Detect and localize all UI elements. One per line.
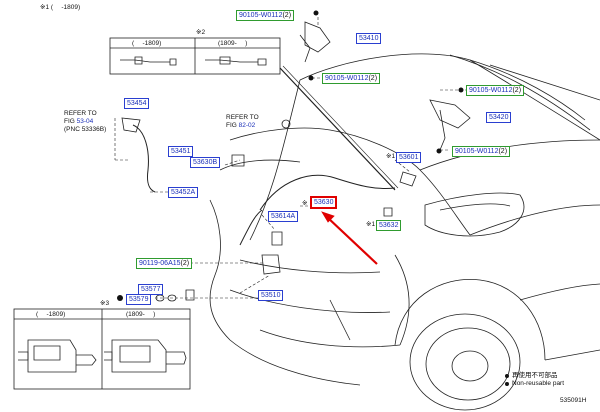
part-label-53614a[interactable]: 53614A (268, 211, 299, 222)
part-label-53632[interactable]: 53632 (376, 220, 402, 231)
inset3-marker: ※3 (100, 300, 110, 307)
part-53630-marker: ※ (302, 200, 308, 207)
part-label-90105-w0112-right2[interactable]: 90105-W0112(2) (452, 146, 511, 157)
part-label-53410[interactable]: 53410 (356, 33, 382, 44)
top-note: ※1 ( -1809) (40, 4, 81, 11)
part-53601-marker: ※1 (386, 153, 396, 160)
part-label-53454[interactable]: 53454 (124, 98, 150, 109)
inset3-right-label: (1809- ) (126, 311, 156, 318)
part-label-53630b[interactable]: 53630B (190, 157, 221, 168)
refer-fig-link-2[interactable]: 82-02 (238, 122, 256, 129)
part-label-53630-highlighted[interactable]: 53630 (310, 196, 338, 209)
part-label-53451[interactable]: 53451 (168, 146, 194, 157)
part-label-90119-06a15[interactable]: 90119-06A15(2) (136, 258, 193, 269)
figure-id: 535091H (560, 397, 587, 404)
part-label-90105-w0112-top[interactable]: 90105-W0112(2) (236, 10, 295, 21)
inset2-marker: ※2 (196, 29, 206, 36)
part-53632-marker: ※1 (366, 221, 376, 228)
part-label-53452a[interactable]: 53452A (168, 187, 199, 198)
part-label-90105-w0112-right1[interactable]: 90105-W0112(2) (466, 85, 525, 96)
part-label-53420[interactable]: 53420 (486, 112, 512, 123)
refer-note-1: REFER TO FIG 53-04 (PNC 53336B) (64, 110, 107, 133)
legend-jp: 再使用不可部品 (512, 372, 558, 379)
refer-note-2: REFER TO FIG 82-02 (226, 114, 259, 129)
inset3-left-label: ( -1809) (36, 311, 66, 318)
legend-en: Non-reusable part (512, 380, 565, 387)
inset2-right-label: (1809- ) (218, 40, 248, 47)
refer-fig-link-1[interactable]: 53-04 (76, 118, 94, 125)
part-label-90105-w0112-mid[interactable]: 90105-W0112(2) (322, 73, 381, 84)
part-label-53601[interactable]: 53601 (396, 152, 422, 163)
part-label-53579[interactable]: 53579 (126, 294, 152, 305)
inset2-left-label: ( -1809) (132, 40, 162, 47)
part-label-53510[interactable]: 53510 (258, 290, 284, 301)
